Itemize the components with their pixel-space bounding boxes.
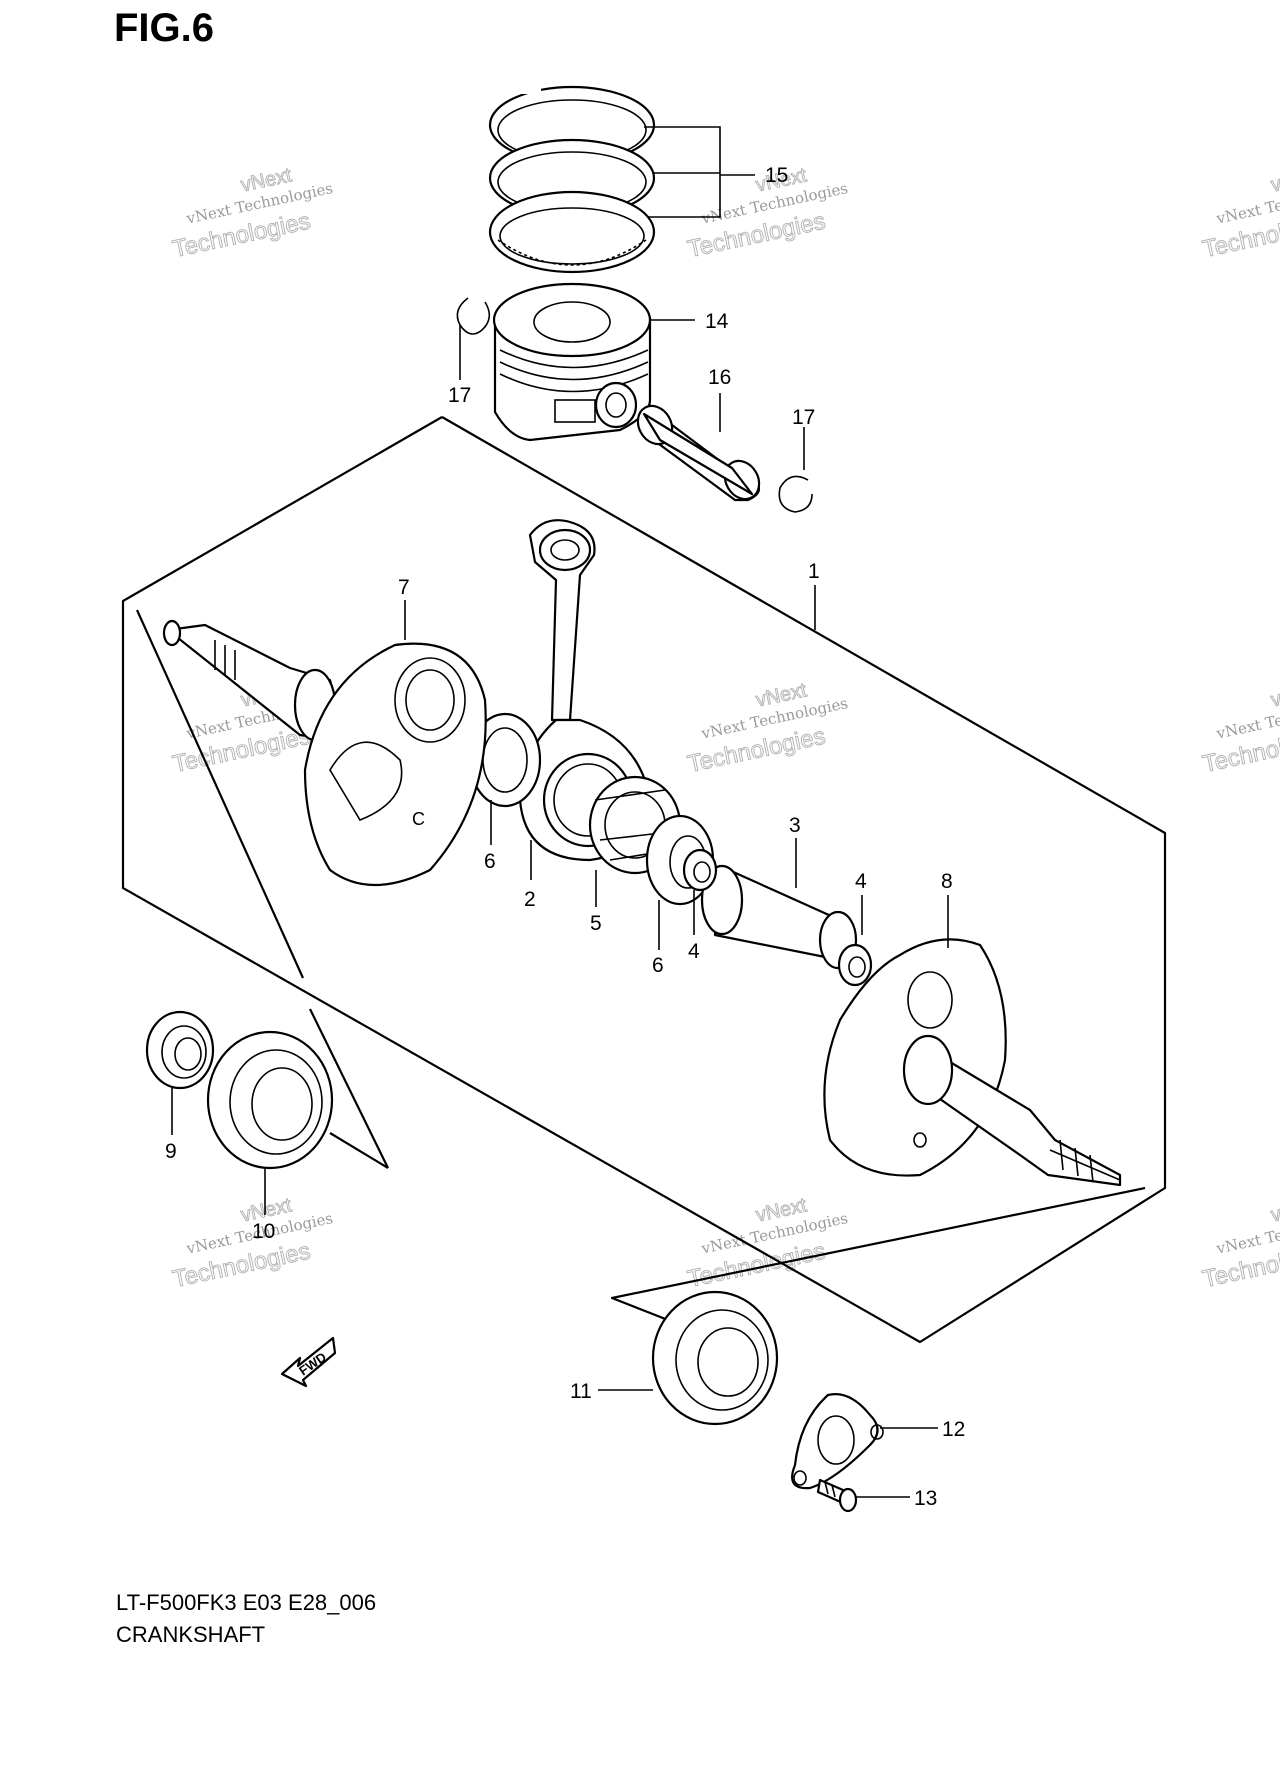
section-title: CRANKSHAFT	[116, 1622, 266, 1647]
watermark-mid-mid: vNext vNext Technologies Technologies	[685, 679, 850, 779]
callout-5: 5	[590, 912, 602, 935]
circlip-right[interactable]	[778, 475, 813, 513]
callout-4-center: 4	[688, 940, 700, 963]
svg-text:vNext: vNext	[1269, 1194, 1280, 1226]
model-code: LT-F500FK3 E03 E28_006	[116, 1590, 377, 1615]
piston-rings[interactable]	[488, 84, 656, 274]
callout-6-left: 6	[484, 850, 496, 873]
svg-text:vNext: vNext	[1269, 679, 1280, 711]
bearing-large-right[interactable]	[651, 1290, 779, 1426]
right-crank-web[interactable]	[823, 938, 1122, 1187]
callout-16: 16	[708, 366, 731, 389]
svg-text:vNext Technologies: vNext Technologies	[1214, 179, 1280, 228]
forward-direction-arrow: FWD	[280, 1336, 337, 1388]
crank-pin[interactable]	[700, 864, 858, 970]
callout-6-right: 6	[652, 954, 664, 977]
leader-lines	[171, 126, 949, 1498]
callout-17-left: 17	[448, 384, 471, 407]
callout-12: 12	[942, 1418, 965, 1441]
watermark-mid-right: vNext vNext Technologies Technologies	[1200, 679, 1280, 779]
bearing-large-left[interactable]	[206, 1030, 334, 1170]
callout-9: 9	[165, 1140, 177, 1163]
bearing-small[interactable]	[145, 1010, 215, 1090]
callout-4-right: 4	[855, 870, 867, 893]
svg-text:vNext Technologies: vNext Technologies	[1214, 694, 1280, 743]
watermark-bottom-right: vNext vNext Technologies Technologies	[1200, 1194, 1280, 1294]
callout-11: 11	[570, 1380, 592, 1403]
svg-text:vNext Technologies: vNext Technologies	[1214, 1209, 1280, 1258]
callout-7: 7	[398, 576, 410, 599]
callout-17-right: 17	[792, 406, 815, 429]
watermark-top-left: vNext vNext Technologies Technologies	[170, 164, 335, 264]
callout-15: 15	[765, 164, 788, 187]
callout-8: 8	[941, 870, 953, 893]
left-crank-web[interactable]: C	[162, 619, 487, 886]
callout-13: 13	[914, 1487, 937, 1510]
piston-pin[interactable]	[631, 400, 766, 506]
piston[interactable]	[492, 282, 652, 442]
callout-14: 14	[705, 310, 729, 333]
callout-1: 1	[808, 560, 820, 583]
assembly-outline-box	[121, 416, 1167, 1344]
callout-10: 10	[252, 1220, 275, 1243]
callout-2: 2	[524, 888, 536, 911]
bearing-retainer-plate[interactable]	[791, 1393, 884, 1490]
svg-text:vNext: vNext	[1269, 164, 1280, 196]
callout-labels: 15 14 17 16 17 1 7 6 2 5 3 4 4 6 8 9 10 …	[165, 164, 965, 1510]
watermark-top-right: vNext vNext Technologies Technologies	[1200, 164, 1280, 264]
callout-3: 3	[789, 814, 801, 837]
watermark-bottom-mid: vNext vNext Technologies Technologies	[685, 1194, 850, 1294]
bushing-right[interactable]	[837, 943, 873, 987]
circlip-left[interactable]	[456, 297, 491, 335]
screw[interactable]	[816, 1478, 858, 1513]
bushing-left[interactable]	[682, 848, 718, 892]
watermark-bottom-left: vNext vNext Technologies Technologies	[170, 1194, 335, 1294]
figure-title: FIG.6	[114, 6, 215, 50]
svg-text:C: C	[412, 809, 425, 829]
